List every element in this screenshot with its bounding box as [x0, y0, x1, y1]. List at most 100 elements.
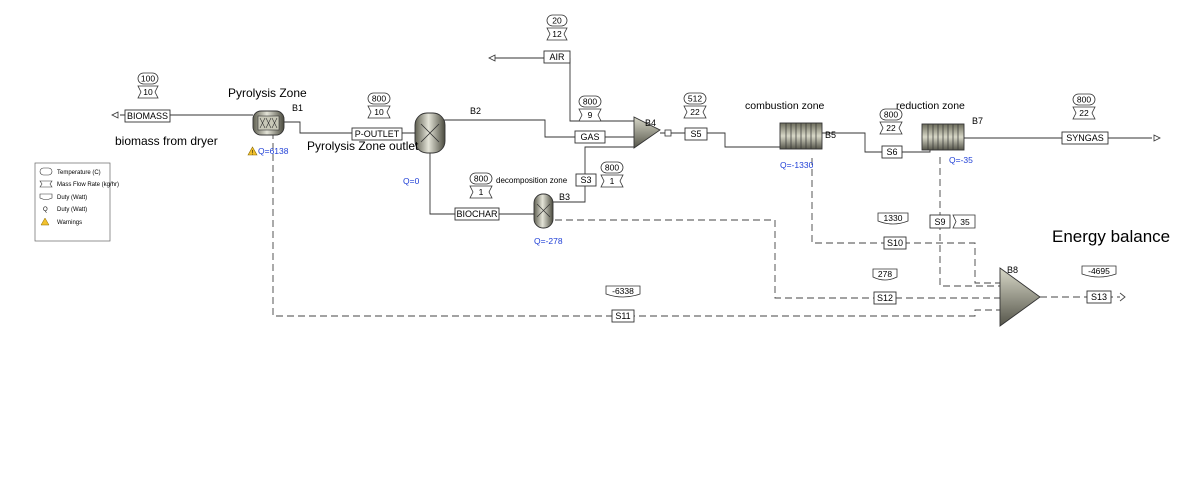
stream-s6-label[interactable]: S6: [881, 145, 903, 159]
svg-text:22: 22: [886, 123, 896, 133]
svg-text:278: 278: [878, 269, 892, 279]
heat-stream-s9-duty-tag: 35: [952, 214, 976, 229]
svg-text:35: 35: [960, 217, 970, 227]
heat-stream-s13-line[interactable]: [1040, 292, 1126, 302]
svg-text:800: 800: [605, 163, 619, 173]
svg-text:S3: S3: [580, 175, 591, 185]
stream-biochar-flow-tag: 1: [469, 185, 493, 199]
heat-stream-s10-label[interactable]: S10: [883, 236, 907, 250]
stream-p-outlet-flow-tag: 10: [367, 105, 391, 119]
svg-text:S10: S10: [887, 238, 903, 248]
heat-stream-s12-duty-tag: 278: [872, 268, 898, 281]
zone-label-reduction: reduction zone: [896, 100, 965, 112]
stream-gas-label[interactable]: GAS: [574, 130, 606, 144]
zone-label-biomass-from-dryer: biomass from dryer: [115, 134, 218, 148]
heat-stream-s12-label[interactable]: S12: [873, 291, 897, 305]
heat-stream-s11-label[interactable]: S11: [611, 309, 635, 323]
block-b2-id: B2: [470, 106, 481, 116]
stream-biochar-label[interactable]: BIOCHAR: [454, 207, 500, 221]
svg-text:10: 10: [374, 107, 384, 117]
block-b3-duty: Q=-278: [534, 236, 563, 246]
stream-s6-flow-tag: 22: [879, 121, 903, 135]
svg-text:512: 512: [688, 94, 702, 104]
svg-text:SYNGAS: SYNGAS: [1066, 133, 1104, 143]
svg-text:22: 22: [1079, 108, 1089, 118]
zone-label-pyrolysis-outlet: Pyrolysis Zone outlet: [307, 139, 419, 153]
stream-s5-label[interactable]: S5: [684, 127, 708, 141]
block-b7-id: B7: [972, 116, 983, 126]
svg-text:1: 1: [610, 176, 615, 186]
stream-biomass-temperature-tag: 100: [137, 72, 159, 85]
svg-text:800: 800: [474, 174, 488, 184]
legend-duty-icon: [39, 193, 53, 200]
stream-air-flow-tag: 12: [546, 27, 568, 41]
block-b3-id: B3: [559, 192, 570, 202]
stream-air-label[interactable]: AIR: [543, 50, 571, 64]
svg-text:10: 10: [143, 87, 153, 97]
heat-stream-s13-label[interactable]: S13: [1086, 290, 1112, 304]
svg-text:20: 20: [552, 16, 562, 26]
svg-text:BIOMASS: BIOMASS: [127, 111, 168, 121]
legend-duty-2: Duty (Watt): [57, 207, 87, 213]
zone-label-combustion: combustion zone: [745, 100, 825, 112]
legend-q-symbol: Q: [43, 207, 48, 213]
svg-text:800: 800: [1077, 95, 1091, 105]
stream-biomass-label[interactable]: BIOMASS: [124, 109, 171, 123]
svg-text:S12: S12: [877, 293, 893, 303]
stream-s6-temperature-tag: 800: [879, 108, 903, 121]
svg-text:S9: S9: [934, 217, 945, 227]
stream-p-outlet-label[interactable]: P-OUTLET: [351, 127, 403, 141]
stream-syngas-label[interactable]: SYNGAS: [1061, 131, 1109, 145]
stream-s6-line[interactable]: [822, 132, 931, 153]
heat-stream-s9-label[interactable]: S9: [929, 214, 951, 229]
svg-text:9: 9: [588, 110, 593, 120]
svg-text:800: 800: [884, 110, 898, 120]
svg-text:BIOCHAR: BIOCHAR: [456, 209, 498, 219]
svg-text:800: 800: [372, 94, 386, 104]
svg-text:GAS: GAS: [580, 132, 599, 142]
block-b5-duty: Q=-1330: [780, 160, 814, 170]
heat-stream-s11-duty-tag: -6338: [605, 285, 641, 298]
heat-stream-s13-duty-tag: -4695: [1081, 265, 1117, 278]
block-b8-energy-mixer[interactable]: [999, 267, 1041, 327]
block-b8-id: B8: [1007, 265, 1018, 275]
block-b1-duty: Q=6138: [258, 146, 289, 156]
heat-stream-s10-line[interactable]: [811, 158, 1005, 284]
heat-stream-s10-duty-tag: 1330: [877, 212, 909, 225]
svg-text:-6338: -6338: [612, 286, 634, 296]
zone-label-decomposition: decomposition zone: [496, 176, 568, 185]
block-b2-separator[interactable]: [414, 112, 446, 154]
svg-text:100: 100: [141, 74, 155, 84]
warning-icon: !: [247, 146, 258, 157]
stream-syngas-flow-tag: 22: [1072, 106, 1096, 120]
stream-gas-flow-tag: 9: [578, 108, 602, 122]
legend-duty-1: Duty (Watt): [57, 195, 87, 201]
svg-text:P-OUTLET: P-OUTLET: [355, 129, 400, 139]
svg-text:1330: 1330: [884, 213, 903, 223]
stream-s5-line[interactable]: [660, 132, 780, 148]
block-b3-decomposition-reactor[interactable]: [533, 193, 554, 229]
legend-flow-icon: [39, 180, 53, 188]
stream-air-line[interactable]: [488, 54, 634, 122]
svg-text:800: 800: [583, 97, 597, 107]
stream-syngas-line[interactable]: [955, 134, 1161, 142]
legend-mass-flow: Mass Flow Rate (kg/hr): [57, 182, 119, 188]
stream-biochar-temperature-tag: 800: [469, 172, 493, 185]
stream-p-outlet-temperature-tag: 800: [367, 92, 391, 105]
heat-stream-s11-line[interactable]: [272, 132, 1005, 317]
legend-temperature: Temperature (C): [57, 170, 101, 176]
svg-text:-4695: -4695: [1088, 266, 1110, 276]
stream-s5-flow-tag: 22: [683, 105, 707, 119]
svg-text:AIR: AIR: [549, 52, 565, 62]
block-b7-duty: Q=-35: [949, 155, 973, 165]
stream-air-temperature-tag: 20: [546, 14, 568, 27]
legend-warnings: Warnings: [57, 220, 82, 226]
stream-s3-temperature-tag: 800: [600, 161, 624, 174]
block-b1-pyrolysis-reactor[interactable]: [252, 110, 285, 136]
stream-s3-label[interactable]: S3: [575, 173, 597, 187]
stream-s5-temperature-tag: 512: [683, 92, 707, 105]
stream-biomass-flow-tag: 10: [137, 85, 159, 99]
block-b4-mixer[interactable]: [633, 116, 672, 149]
block-b7-reduction-heater[interactable]: [921, 123, 965, 151]
block-b5-combustion-heater[interactable]: [779, 122, 823, 150]
